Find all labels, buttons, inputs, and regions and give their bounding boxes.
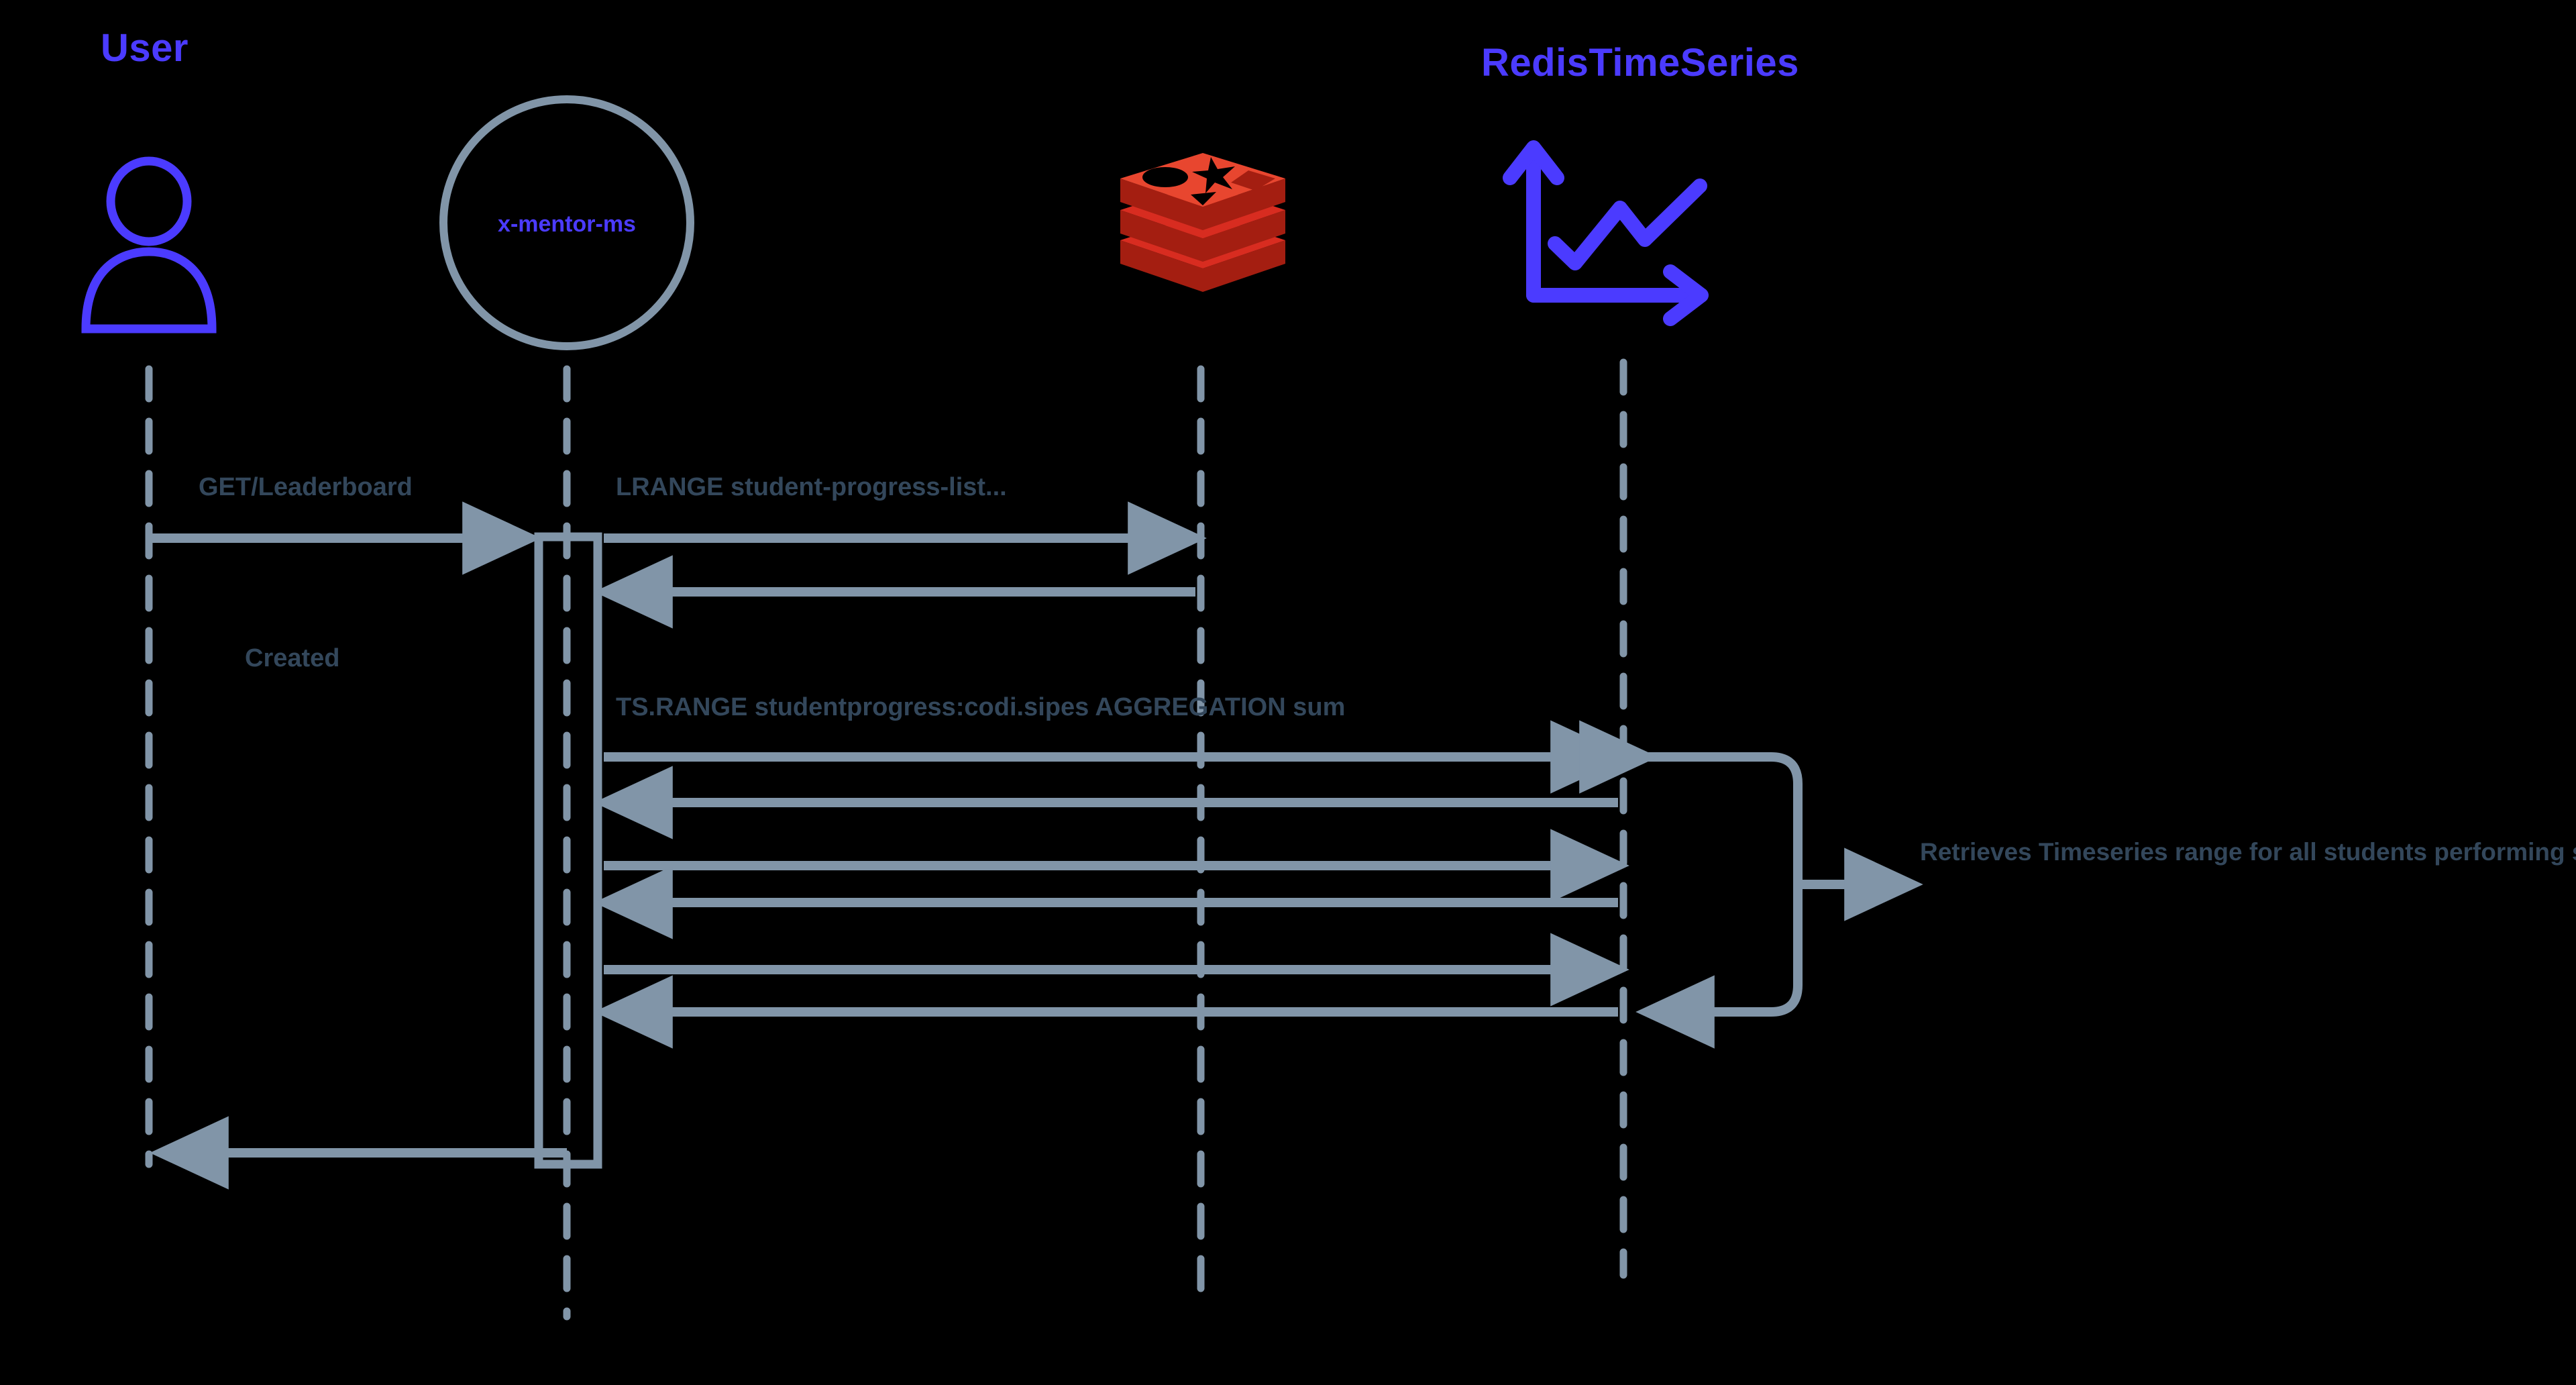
activation-bar-x-mentor-ms xyxy=(534,532,602,1169)
message-label-created: Created xyxy=(245,644,340,672)
participant-label-x-mentor-ms: x-mentor-ms xyxy=(498,211,636,237)
redis-cube-icon xyxy=(1120,153,1285,292)
circle-node-icon xyxy=(439,95,694,350)
message-label-lrange: LRANGE student-progress-list... xyxy=(616,473,1007,501)
participant-label-user: User xyxy=(101,26,189,70)
user-actor-icon xyxy=(81,156,217,334)
timeseries-chart-icon xyxy=(1503,140,1709,326)
message-label-ts-range: TS.RANGE studentprogress:codi.sipes AGGR… xyxy=(616,693,1346,721)
note-text: Retrieves Timeseries range for all stude… xyxy=(1920,838,2576,866)
self-loop-bracket xyxy=(1579,720,1803,1049)
message-label-get-leaderboard: GET/Leaderboard xyxy=(199,473,413,501)
participant-label-redistimeseries: RedisTimeSeries xyxy=(1481,41,1799,85)
